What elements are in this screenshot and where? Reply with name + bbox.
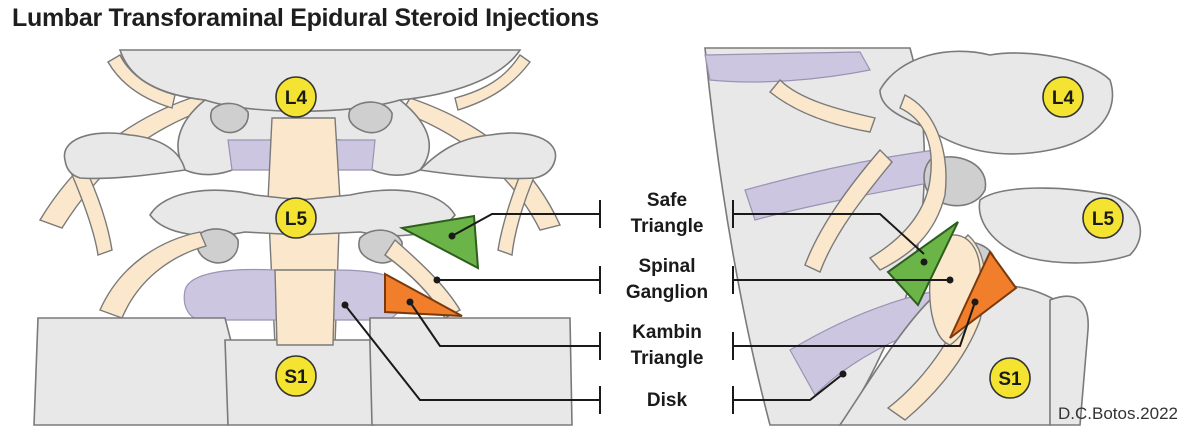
kambin-triangle-left: [384, 272, 463, 317]
l4-facet-right: [348, 101, 393, 134]
kambin-triangle-right: [949, 250, 1018, 339]
nerve-root-lateral-upper: [868, 94, 947, 271]
leader-dot: [839, 370, 847, 378]
level-label: L5: [1092, 209, 1115, 230]
label-kambin-line1: Kambin: [632, 322, 702, 343]
leader-safe-left: [451, 213, 600, 237]
label-safe-line2: Triangle: [631, 216, 704, 237]
level-badge-l5-left: L5: [275, 197, 317, 239]
disk-lateral-upper: [704, 51, 871, 83]
dural-sac-lower: [274, 269, 336, 346]
l4-transverse-process: [63, 132, 186, 180]
leader-dot: [946, 276, 954, 284]
author-credit: D.C.Botos.2022: [1057, 404, 1178, 423]
leader-dot: [433, 276, 441, 284]
label-spinal-line2: Ganglion: [626, 282, 708, 303]
label-disk: Disk: [647, 390, 688, 411]
leader-safe-right: [733, 213, 925, 255]
nerve-root-lateral-branch-2: [804, 148, 893, 273]
l4-transverse-process-right: [418, 132, 557, 180]
label-kambin-line2: Triangle: [631, 348, 704, 369]
nerve-root-far-right: [497, 169, 536, 256]
level-badge-l5-right: L5: [1082, 197, 1124, 239]
labels-and-leaders: Safe Triangle Spinal Ganglion Kambin Tri…: [341, 190, 979, 414]
level-badge-s1-right: S1: [989, 357, 1031, 399]
leader-kambin-right: [733, 301, 976, 347]
label-spinal-line1: Spinal: [638, 256, 695, 277]
leader-disk-left: [344, 304, 600, 401]
nerve-root-l5-left: [99, 231, 207, 319]
level-label: S1: [284, 367, 308, 388]
leader-dot: [920, 258, 928, 266]
level-badge-l4-right: L4: [1042, 76, 1084, 118]
leader-dot: [406, 298, 414, 306]
level-label: L5: [285, 209, 308, 230]
nerve-root-far-left: [69, 164, 113, 256]
lateral-view: L4 L5 S1: [704, 47, 1142, 426]
level-label: L4: [1052, 88, 1075, 109]
sacrum-left: [33, 317, 233, 426]
leader-kambin-left: [409, 301, 600, 347]
l4-facet-left: [209, 102, 249, 134]
leader-dot: [971, 298, 979, 306]
level-label: S1: [998, 369, 1022, 390]
level-badge-l4-left: L4: [275, 76, 317, 118]
posterior-view: L4 L5 S1: [33, 49, 573, 426]
label-safe-line1: Safe: [647, 190, 687, 211]
safe-triangle-left: [398, 214, 480, 270]
page-title: Lumbar Transforaminal Epidural Steroid I…: [12, 4, 599, 32]
leader-disk-right: [733, 373, 844, 401]
leader-dot: [448, 232, 456, 240]
nerve-upper-corner-right: [454, 54, 531, 111]
sacral-crest: [1049, 295, 1089, 426]
leader-dot: [341, 301, 349, 309]
sacrum-right: [369, 317, 573, 426]
level-label: L4: [285, 88, 308, 109]
nerve-root-lateral-branch: [769, 78, 876, 133]
l5-facet-left: [196, 228, 239, 264]
level-badge-s1-left: S1: [275, 355, 317, 397]
